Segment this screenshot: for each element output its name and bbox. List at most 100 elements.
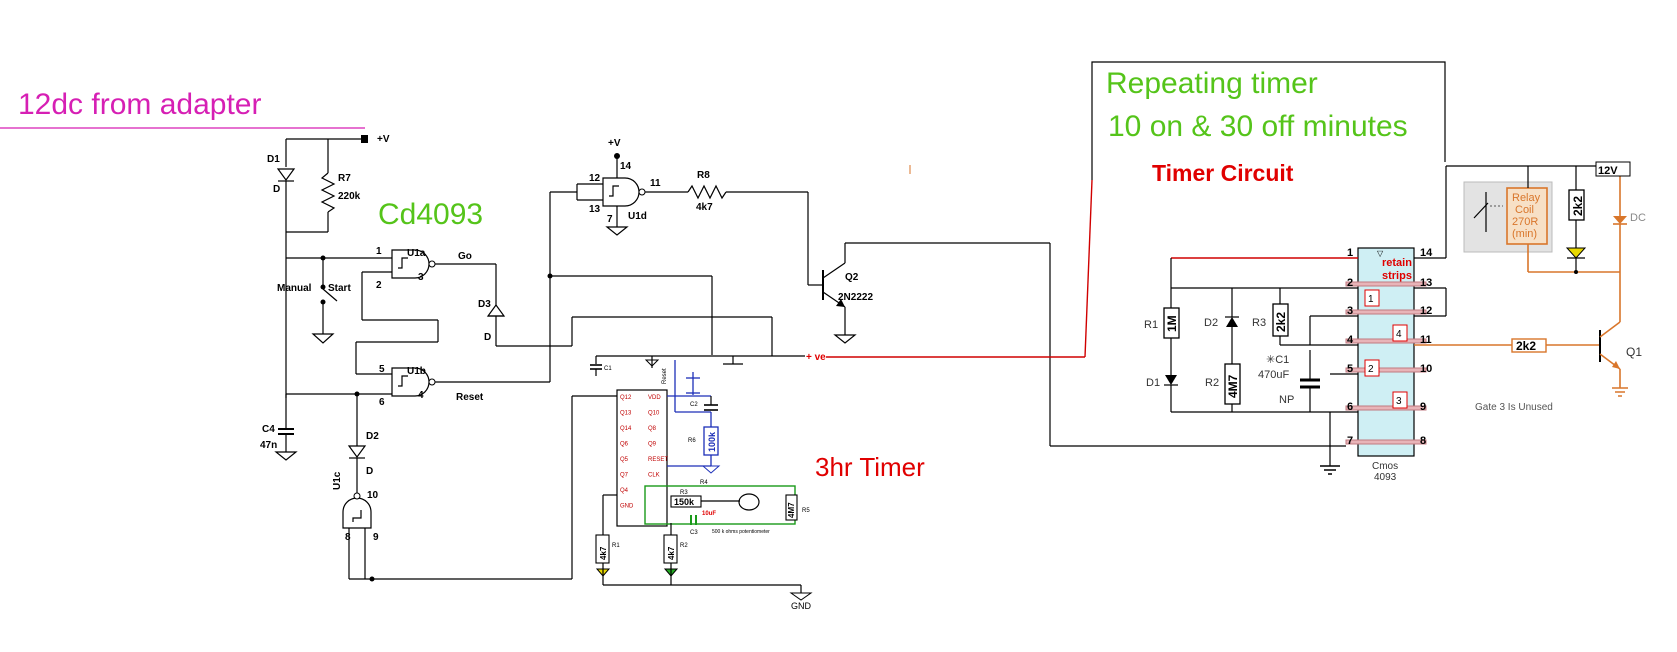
ic4060-right-pin: Q10 [648,411,660,417]
d3-label: D3 [478,299,491,310]
retain-strip [1345,439,1427,445]
q2-label: Q2 [845,272,859,283]
flyback-diode [1613,216,1627,224]
r1-value: 4k7 [599,546,608,560]
ic4060-left-pin: Q5 [620,457,629,463]
u1a-pin3: 3 [418,272,424,283]
ic4060-left-pin: Q12 [620,395,632,401]
c1-label-right: ✳C1 [1266,354,1289,366]
red-link-rise [1084,179,1093,358]
ic4093-left-pin: 4 [1347,334,1354,346]
r1-value-right: 1M [1165,315,1179,332]
ic4060-left-pin: Q4 [620,488,629,494]
q2-type: 2N2222 [838,292,873,303]
switch-contact-2 [320,299,326,305]
r8-resistor [687,184,727,200]
r1-label-right: R1 [1144,319,1158,331]
c1-label: C1 [604,366,612,372]
ic-name: Cmos [1372,461,1398,472]
u1d-schmitt [609,185,619,197]
ic-4060 [616,389,668,527]
ic4093-left-pin: 5 [1347,363,1353,375]
ic4060-right-pin: Q8 [648,426,657,432]
relay-line4: (min) [1512,228,1537,240]
q2-collector [822,262,846,279]
u1c-label: U1c [332,471,343,490]
relay-switch [1473,202,1489,219]
v12-box [1595,161,1631,177]
ic4093-right-pin: 12 [1420,305,1432,317]
relay-coil [1506,187,1548,245]
u1a-bubble [428,260,436,268]
c4-ground [274,451,298,461]
u1c-pin9: 9 [373,532,379,543]
d1-label: D1 [267,154,280,165]
r2-label: R2 [680,543,688,549]
u1d-pin14: 14 [620,161,632,172]
gnd-symbol [789,592,813,601]
u1c-gate [342,497,372,529]
ic4060-right-pin: RESET [648,457,668,463]
u1b-bubble [428,378,436,386]
ic4060-right-pin: Q9 [648,442,657,448]
u1d-pin12: 12 [589,173,601,184]
led-junction [1574,270,1578,274]
r2-value-right: 4M7 [1226,374,1240,398]
r7-label: R7 [338,173,351,184]
r2-label-right: R2 [1205,377,1219,389]
d2-label: D2 [366,431,379,442]
ic4093-left-pin: 1 [1347,247,1353,259]
c4-label: C4 [262,424,275,435]
u1b-label: U1b [407,366,426,377]
r1-label: R1 [612,543,620,549]
u1c-pin10: 10 [367,490,379,501]
q2-ground [833,334,857,344]
d1-diode [276,168,296,182]
r3-label-right: R3 [1252,317,1266,329]
repeating-timer-frame [1091,61,1446,180]
ic4093-right-pin: 8 [1420,435,1426,447]
junction-u1c [369,576,375,582]
ic4093-left-pin: 3 [1347,305,1353,317]
u1c-schmitt [352,510,362,522]
gate-note: Gate 3 Is Unused [1475,402,1553,413]
reset-label: Reset [456,392,484,403]
u1b-pin5: 5 [379,364,385,375]
retain-strip [1345,338,1427,344]
d1-label-right: D1 [1146,377,1160,389]
ic4060-right-pin: VDD [648,395,661,401]
u1a-pin1: 1 [376,246,382,257]
ic4060-left-pin: Q13 [620,411,632,417]
r5-value: 4M7 [787,502,796,518]
dc-label: DC [1630,212,1646,224]
u1c-pin8: 8 [345,532,351,543]
gate-3-label: 3 [1396,396,1402,407]
osc-ground [701,465,721,474]
u1b-schmitt [398,375,408,387]
u1d-gate [602,177,640,207]
d2-diode-right [1226,317,1238,327]
ic4093-right-pin: 11 [1420,334,1432,346]
ic4060-left-pin: GND [620,504,634,510]
retain-strip [1345,281,1427,287]
u1a-schmitt [398,257,408,269]
u1d-pin11: 11 [650,178,661,189]
led-resistor-value: 2k2 [1571,196,1585,216]
r8-value: 4k7 [696,202,713,213]
d2-diode [347,445,367,459]
d1-type: D [273,184,280,195]
vdd-marker [644,359,660,367]
start-label: Start [328,283,351,294]
gate-3 [1392,391,1408,409]
ic-4093-strips [1345,281,1427,445]
u1d-label: U1d [628,211,647,222]
ic4060-right-pin: CLK [648,473,660,479]
retain-strip [1345,367,1427,373]
r6-label: R6 [688,438,696,444]
ic4060-left-pin: Q6 [620,442,629,448]
d2-type: D [366,466,373,477]
ic4093-right-pin: 9 [1420,401,1426,413]
r7-resistor [320,172,336,213]
